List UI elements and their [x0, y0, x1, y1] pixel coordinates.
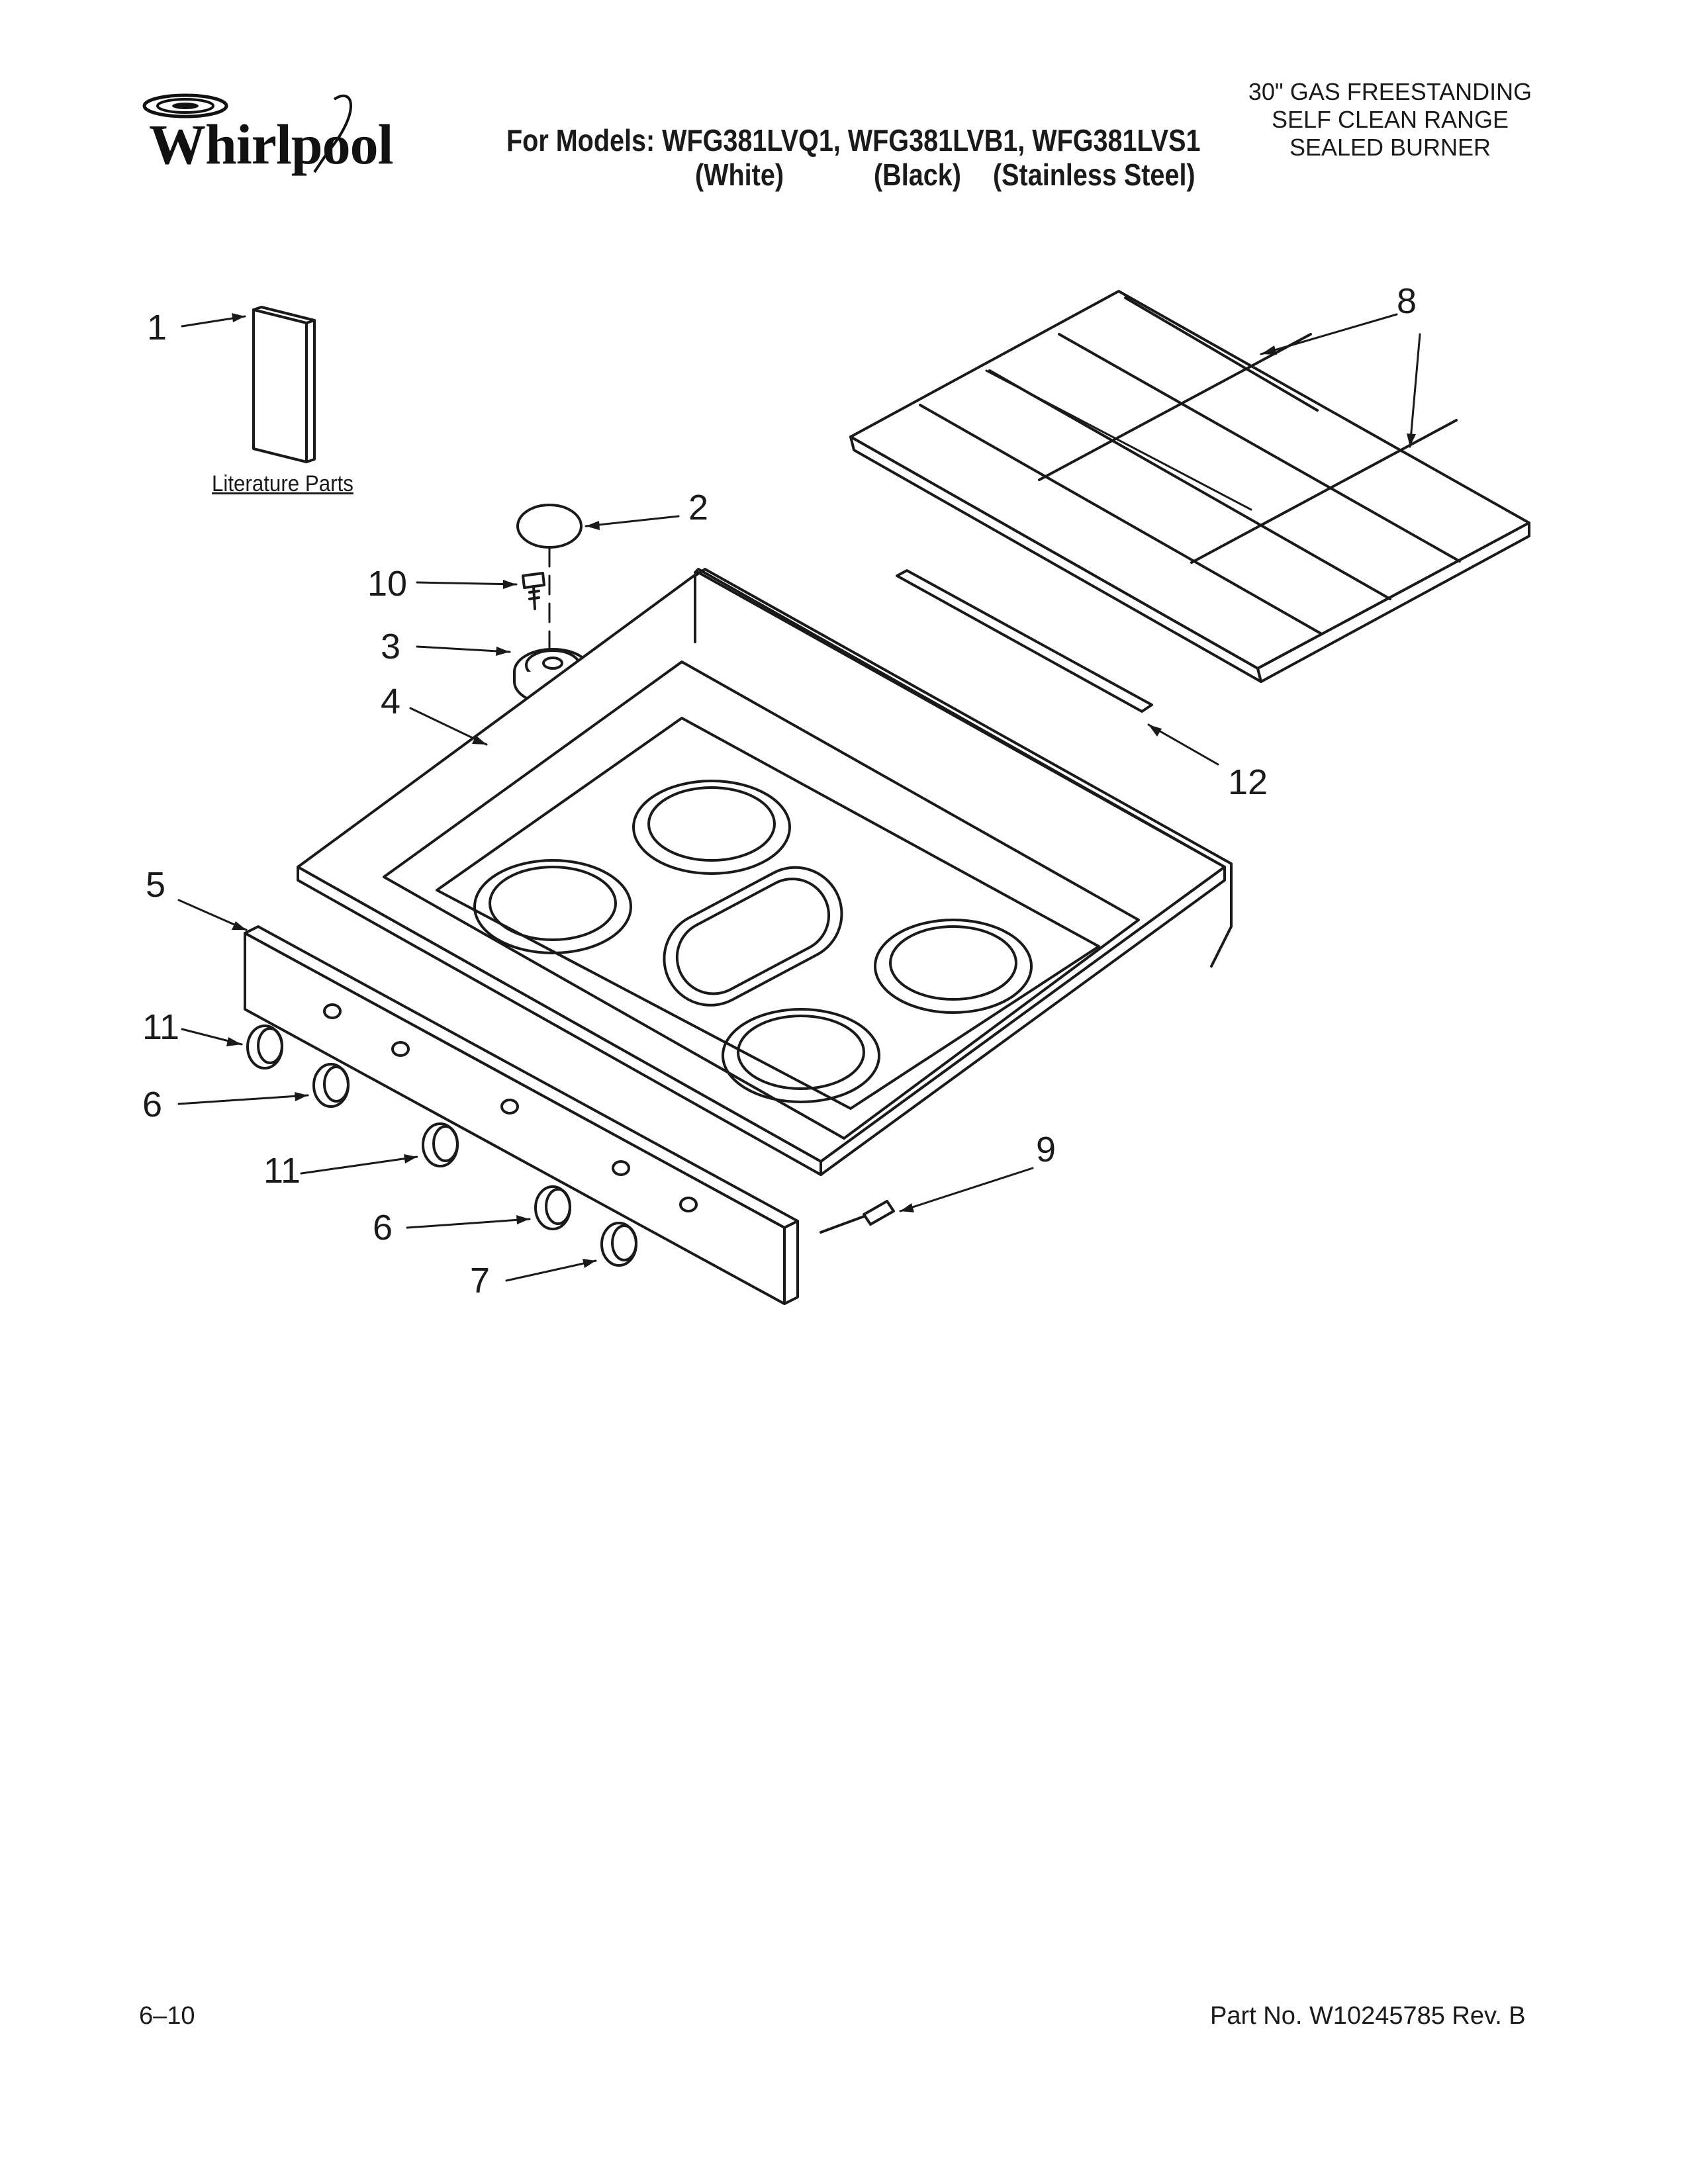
cooktop-surface: [297, 568, 1233, 1176]
burner-cap-icon: [516, 504, 583, 549]
callout-4: 4: [381, 682, 401, 721]
whirlpool-swirl-icon: [142, 93, 352, 173]
screw-icon: [522, 572, 545, 610]
color-stainless-label: (Stainless Steel): [993, 158, 1196, 192]
product-line-3: SEALED BURNER: [1289, 134, 1491, 161]
product-line-1: 30" GAS FREESTANDING: [1248, 78, 1532, 105]
knob-icon-1: [246, 1024, 283, 1069]
literature-parts-label: Literature Parts: [212, 471, 353, 496]
callout-2: 2: [688, 488, 709, 527]
callout-11-bottom: 11: [263, 1151, 301, 1191]
callout-3: 3: [381, 627, 401, 666]
burner-well-rear-right-icon: [874, 919, 1033, 1014]
literature-booklet-icon: [252, 306, 316, 463]
product-line-2: SELF CLEAN RANGE: [1271, 106, 1509, 133]
whirlpool-logo: Whirlpool: [136, 86, 394, 185]
callout-11-top: 11: [142, 1007, 180, 1047]
brand-wordmark: Whirlpool: [149, 113, 394, 176]
callout-12: 12: [1228, 762, 1268, 802]
side-screw-icon: [820, 1200, 895, 1234]
burner-well-rear-left-icon: [632, 780, 791, 875]
knob-icon-3: [422, 1122, 459, 1167]
callout-7: 7: [470, 1261, 491, 1300]
knob-icon-2: [312, 1063, 350, 1108]
trim-strip-icon: [896, 569, 1153, 713]
knob-icon-5: [600, 1222, 637, 1267]
control-panel-icon: [244, 925, 799, 1305]
callout-6-bottom: 6: [373, 1208, 393, 1248]
callout-5: 5: [146, 865, 166, 905]
burner-well-front-left-icon: [473, 859, 632, 954]
burner-well-center-icon: [663, 866, 843, 1007]
knob-icon-4: [534, 1185, 571, 1230]
burner-well-front-right-icon: [722, 1008, 880, 1103]
color-white-label: (White): [695, 158, 784, 192]
callout-6-top: 6: [142, 1085, 163, 1124]
product-description: 30" GAS FREESTANDING SELF CLEAN RANGE SE…: [1225, 78, 1556, 161]
models-line: For Models: WFG381LVQ1, WFG381LVB1, WFG3…: [506, 123, 1201, 158]
callout-9: 9: [1036, 1130, 1056, 1169]
color-black-label: (Black): [874, 158, 961, 192]
cooking-grates-icon: [849, 290, 1530, 683]
callout-10: 10: [367, 564, 408, 604]
callout-1: 1: [147, 308, 167, 347]
callout-8: 8: [1397, 281, 1417, 321]
footer-date: 6–10: [139, 2002, 195, 2030]
footer-part-number: Part No. W10245785 Rev. B: [1210, 2002, 1526, 2030]
